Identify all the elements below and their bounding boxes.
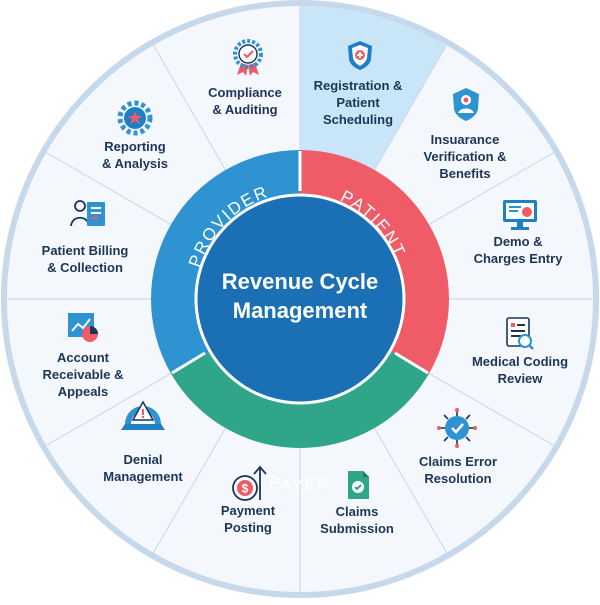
compliance-badge-icon xyxy=(233,39,263,76)
segment-label-line: Registration & xyxy=(314,78,403,93)
chart-appeal-icon xyxy=(68,313,98,342)
segment-label-line: Resolution xyxy=(424,471,491,486)
segment-label-line: Receivable & xyxy=(43,367,124,382)
segment-label-line: Charges Entry xyxy=(474,251,564,266)
segment-label-line: Scheduling xyxy=(323,112,393,127)
patient-bill-icon xyxy=(70,200,105,227)
segment-label-line: Insuarance xyxy=(431,132,500,147)
segment-label-line: Management xyxy=(103,469,183,484)
provider-ring-segment xyxy=(150,150,300,374)
monitor-icon xyxy=(503,200,537,230)
segment-label-line: Demo & xyxy=(493,234,542,249)
segment-label-line: & Auditing xyxy=(212,102,277,117)
virus-shield-icon xyxy=(437,408,477,448)
segment-label-line: Posting xyxy=(224,520,272,535)
center-title-line1: Revenue Cycle xyxy=(222,269,379,294)
segment-label-line: Reporting xyxy=(104,139,165,154)
ring-separator xyxy=(171,351,206,375)
segment-label-line: Submission xyxy=(320,521,394,536)
payer-ring-segment xyxy=(170,350,430,448)
patient-ring-segment xyxy=(300,150,450,374)
segment-label-line: Claims xyxy=(336,504,379,519)
segment-label-line: & Analysis xyxy=(102,156,168,171)
center-circle xyxy=(194,193,406,405)
segment-label-line: Claims Error xyxy=(419,454,497,469)
segment-label-line: Review xyxy=(498,371,544,386)
segment-label-line: Compliance xyxy=(208,85,282,100)
claim-document-icon xyxy=(348,471,369,499)
svg-text:$: $ xyxy=(242,482,249,496)
ring-separator xyxy=(394,351,429,375)
segment-label: Reporting & Analysis xyxy=(102,139,168,171)
segment-label-line: Patient Billing xyxy=(42,243,129,258)
segment-label-line: Verification & xyxy=(423,149,506,164)
segment-label-line: Denial xyxy=(123,452,162,467)
segment-label-line: Patient xyxy=(336,95,380,110)
medical-report-icon xyxy=(506,317,534,350)
segment-label-line: Account xyxy=(57,350,110,365)
segment-label-line: Medical Coding xyxy=(472,354,568,369)
segment-label: Demo & Charges Entry xyxy=(474,234,564,266)
segment-label-line: Benefits xyxy=(439,166,490,181)
segment-label-line: & Collection xyxy=(47,260,123,275)
segment-label: Patient Billing & Collection xyxy=(42,243,129,275)
star-gear-icon xyxy=(117,100,153,136)
shield-plus-icon xyxy=(348,41,372,70)
payer-ring-label: PAYER xyxy=(267,472,333,495)
alert-gear-icon xyxy=(121,400,165,430)
id-badge-icon xyxy=(453,88,479,121)
segment-label-line: Appeals xyxy=(58,384,109,399)
segment-label: Compliance & Auditing xyxy=(208,85,282,117)
dollar-upload-icon: $ xyxy=(232,465,267,501)
center-title-line2: Management xyxy=(233,298,368,323)
segment-label-line: Payment xyxy=(221,503,276,518)
